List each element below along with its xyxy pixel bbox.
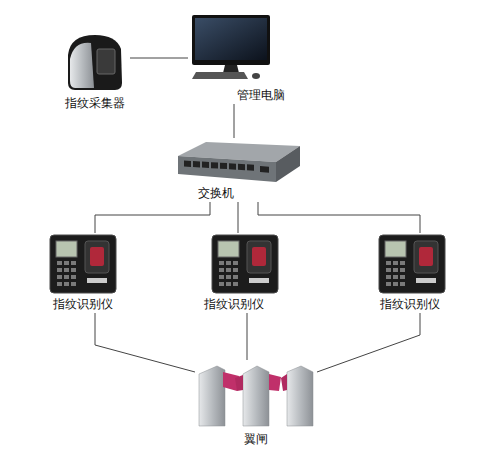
network-wire: [95, 313, 195, 372]
device-label: 指纹识别仪: [379, 297, 441, 311]
network-wire: [258, 202, 420, 233]
monitor-screen: [195, 18, 267, 60]
device-label: 指纹采集器: [60, 96, 130, 110]
fingerprint-reader: 指纹识别仪: [377, 233, 447, 313]
fingerprint-reader-icon: [379, 235, 445, 293]
fingerprint-reader-icon: [50, 235, 116, 293]
mouse: [252, 73, 260, 79]
device-label: 翼闸: [236, 432, 276, 446]
network-wire: [234, 104, 235, 138]
fingerprint-reader-icon: [212, 235, 278, 293]
monitor-frame: [192, 15, 270, 65]
collector-panel: [70, 43, 94, 88]
management-computer: 管理电脑: [188, 12, 286, 104]
turnstile-wing: [269, 374, 281, 391]
computer-icon: [192, 15, 270, 79]
fingerprint-reader: 指纹识别仪: [203, 233, 283, 313]
wing-turnstile: 翼闸: [195, 360, 317, 448]
network-wire: [317, 313, 420, 372]
device-label: 管理电脑: [237, 88, 285, 102]
turnstile-wing: [281, 374, 287, 391]
turnstile-wing: [235, 375, 243, 391]
device-label: 交换机: [196, 186, 236, 200]
collector-body: [68, 35, 122, 90]
switch-icon: [178, 142, 300, 182]
turnstile-pillar: [287, 366, 313, 426]
fingerprint-collector-icon: [68, 35, 122, 90]
turnstile-icon: [199, 366, 313, 426]
network-switch: 交换机: [176, 138, 302, 202]
network-wire: [95, 202, 210, 233]
network-wire: [238, 202, 239, 233]
switch-front: [178, 156, 276, 182]
fingerprint-reader: 指纹识别仪: [48, 233, 118, 313]
turnstile-pillar: [199, 366, 225, 426]
keyboard: [192, 72, 248, 79]
network-wire: [130, 58, 188, 59]
device-label: 指纹识别仪: [203, 297, 265, 311]
collector-sensor: [97, 49, 115, 74]
monitor-stand: [223, 65, 239, 73]
switch-ports: [184, 160, 269, 172]
fingerprint-collector: 指纹采集器: [60, 33, 130, 113]
device-label: 指纹识别仪: [52, 297, 114, 311]
switch-side: [276, 146, 300, 182]
network-wire: [247, 313, 248, 360]
turnstile-pillar: [243, 366, 269, 426]
